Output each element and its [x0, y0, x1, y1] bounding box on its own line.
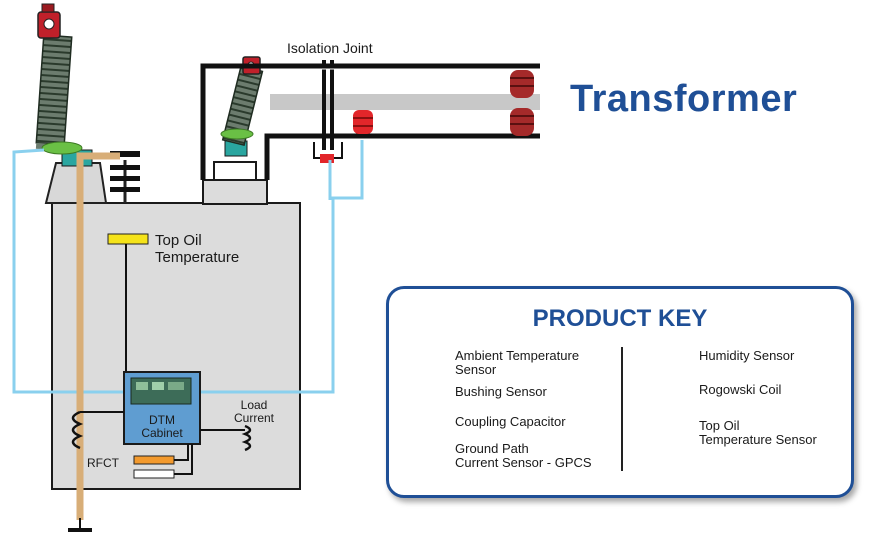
- dtm-label-line2: Cabinet: [141, 426, 183, 440]
- dtm-label-line1: DTM: [149, 413, 175, 427]
- main-bushing-cap: [37, 3, 61, 39]
- load-label-line2: Current: [233, 411, 274, 425]
- coupling-capacitor-duct: [353, 110, 373, 134]
- right-bushing-base: [202, 179, 268, 205]
- isolation-joint-label: Isolation Joint: [287, 40, 373, 56]
- product-key-title: PRODUCT KEY: [532, 305, 708, 332]
- top-oil-label-line1: Top Oil: [155, 232, 202, 249]
- gpcs-sensor: [313, 142, 343, 163]
- ambient-temp-sensor: [133, 455, 175, 465]
- key-ambient-line1: Ambient Temperature: [455, 348, 580, 363]
- key-gpcs-line2: Current Sensor - GPCS: [455, 455, 592, 470]
- key-ambient-line2: Sensor: [455, 362, 497, 377]
- load-current-label: Load Current: [228, 399, 280, 425]
- load-current-coil: [241, 424, 252, 452]
- key-gpcs-line1: Ground Path: [455, 441, 529, 456]
- key-humidity-sensor: Humidity Sensor: [699, 349, 794, 363]
- top-oil-sensor: [107, 233, 149, 245]
- key-bushing-line1: Bushing Sensor: [455, 384, 547, 399]
- product-key-panel: PRODUCT KEY Ambient Temperature Sensor B…: [386, 286, 854, 498]
- key-capacitor-line1: Coupling Capacitor: [455, 414, 566, 429]
- rogowski-coil-main: [41, 141, 83, 155]
- rogowski-coil-right: [220, 128, 254, 140]
- key-rogowski-line1: Rogowski Coil: [699, 382, 782, 397]
- ground-rod: [68, 152, 120, 532]
- key-humidity-line1: Humidity Sensor: [699, 348, 795, 363]
- top-oil-label-line2: Temperature: [155, 249, 240, 266]
- key-top-oil-sensor: Top Oil Temperature Sensor: [699, 419, 817, 447]
- key-bushing-sensor: Bushing Sensor: [455, 385, 547, 399]
- humidity-sensor: [133, 469, 175, 479]
- key-top-oil-line1: Top Oil: [699, 418, 740, 433]
- coupling-capacitor-right: [510, 70, 534, 136]
- main-bushing-base: [44, 162, 108, 204]
- rfct-label: RFCT: [87, 456, 119, 470]
- load-label-line1: Load: [240, 398, 268, 412]
- key-rogowski-coil: Rogowski Coil: [699, 383, 781, 397]
- small-bushing: [110, 151, 140, 203]
- key-divider: [621, 347, 623, 471]
- key-top-oil-line2: Temperature Sensor: [699, 432, 817, 447]
- key-ambient-temp: Ambient Temperature Sensor: [455, 349, 579, 377]
- dtm-cabinet-label: DTM Cabinet: [124, 414, 200, 440]
- rfct-coil: [71, 410, 84, 450]
- bus-duct: [200, 60, 540, 180]
- top-oil-label: Top Oil Temperature: [155, 232, 239, 266]
- key-gpcs: Ground Path Current Sensor - GPCS: [455, 442, 592, 470]
- signal-cables: [12, 140, 364, 394]
- main-bushing: [35, 34, 73, 151]
- key-coupling-capacitor: Coupling Capacitor: [455, 415, 566, 429]
- page-title: Transformer: [570, 78, 798, 120]
